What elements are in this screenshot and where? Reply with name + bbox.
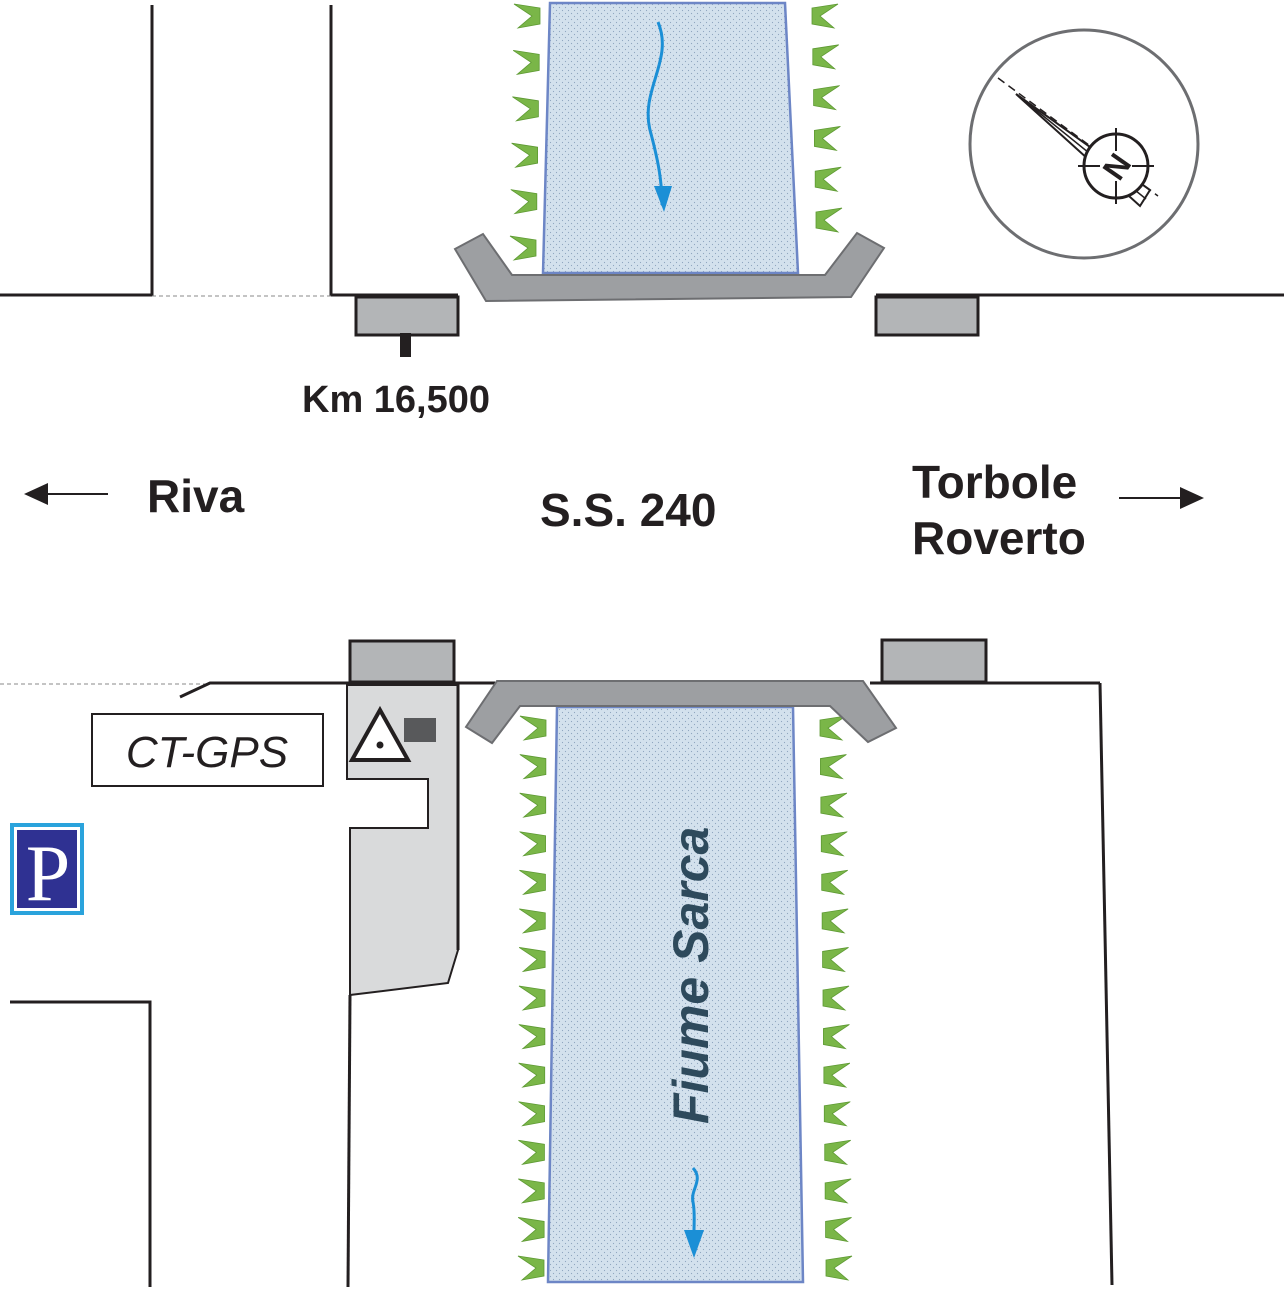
grass-tuft bbox=[512, 96, 539, 122]
grass-tuft bbox=[512, 50, 540, 76]
grass-tuft bbox=[517, 1217, 545, 1243]
grass-tuft bbox=[812, 44, 840, 70]
grass-tuft bbox=[519, 908, 546, 934]
station-label-box: CT-GPS bbox=[91, 713, 324, 787]
guard-block-bottom-left bbox=[348, 639, 456, 684]
grass-top-right bbox=[811, 3, 843, 233]
gps-receiver-box bbox=[404, 718, 436, 742]
grass-tuft bbox=[822, 985, 850, 1011]
grass-tuft bbox=[509, 235, 537, 261]
grass-tuft bbox=[519, 831, 546, 857]
grass-tuft bbox=[825, 1217, 852, 1243]
grass-tuft bbox=[517, 1255, 545, 1281]
grass-tuft bbox=[519, 715, 547, 741]
grass-tuft bbox=[821, 869, 848, 895]
paved-area bbox=[346, 684, 459, 997]
grass-bottom-left bbox=[517, 715, 547, 1281]
compass-icon: N bbox=[968, 28, 1200, 260]
grass-tuft bbox=[820, 792, 848, 818]
guard-block-top-right bbox=[874, 295, 980, 337]
grass-tuft bbox=[819, 715, 847, 741]
grass-tuft bbox=[518, 1024, 546, 1050]
guard-block-bottom-right bbox=[880, 638, 988, 684]
flow-arrowhead-bottom bbox=[684, 1230, 704, 1258]
bottom-buildings bbox=[10, 682, 1114, 1288]
grass-tuft bbox=[820, 831, 848, 857]
flow-arrow-top bbox=[646, 21, 664, 206]
grass-bottom-right bbox=[819, 715, 853, 1281]
river-label: Fiume Sarca bbox=[663, 827, 719, 1124]
bridge-bottom bbox=[464, 680, 898, 745]
flow-arrowhead-top bbox=[654, 186, 672, 212]
grass-tuft bbox=[822, 947, 849, 973]
road-label: S.S. 240 bbox=[540, 484, 716, 536]
grass-tuft bbox=[518, 1101, 545, 1127]
grass-tuft bbox=[519, 754, 547, 780]
grass-tuft bbox=[823, 1101, 851, 1127]
grass-tuft bbox=[814, 126, 841, 152]
roverto-label: Roverto bbox=[912, 512, 1086, 564]
grass-tuft bbox=[518, 1178, 545, 1204]
grass-tuft bbox=[824, 1178, 852, 1204]
flow-arrow-bottom bbox=[691, 1166, 699, 1233]
arrow-left-icon bbox=[24, 483, 108, 505]
survey-triangle-icon bbox=[348, 705, 412, 762]
grass-tuft bbox=[811, 3, 839, 29]
grass-tuft bbox=[519, 869, 546, 895]
grass-tuft bbox=[518, 1062, 546, 1088]
grass-tuft bbox=[519, 792, 547, 818]
grass-tuft bbox=[820, 754, 847, 780]
grass-tuft bbox=[821, 908, 849, 934]
station-label: CT-GPS bbox=[126, 728, 288, 777]
grass-tuft bbox=[518, 985, 546, 1011]
parking-label: P bbox=[26, 830, 71, 918]
grass-tuft bbox=[824, 1139, 851, 1165]
grass-tuft bbox=[510, 189, 538, 215]
torbole-label: Torbole bbox=[912, 456, 1077, 508]
grass-tuft bbox=[518, 947, 546, 973]
guard-block-top-left bbox=[354, 295, 460, 337]
riva-label: Riva bbox=[147, 470, 245, 522]
parking-icon: P bbox=[10, 823, 84, 918]
grass-tuft bbox=[813, 85, 840, 111]
grass-tuft bbox=[825, 1255, 853, 1281]
river-top bbox=[541, 1, 800, 275]
grass-tuft bbox=[513, 3, 541, 29]
bridge-top bbox=[453, 231, 886, 303]
grass-tuft bbox=[823, 1062, 851, 1088]
grass-tuft bbox=[814, 166, 842, 192]
grass-tuft bbox=[815, 207, 843, 233]
km-post bbox=[400, 333, 411, 357]
grass-top-left bbox=[509, 3, 541, 261]
grass-tuft bbox=[511, 142, 538, 168]
top-buildings bbox=[150, 5, 333, 296]
grass-tuft bbox=[823, 1024, 850, 1050]
grass-tuft bbox=[518, 1139, 545, 1165]
km-label: Km 16,500 bbox=[302, 379, 490, 421]
arrow-right-icon bbox=[1119, 487, 1204, 509]
